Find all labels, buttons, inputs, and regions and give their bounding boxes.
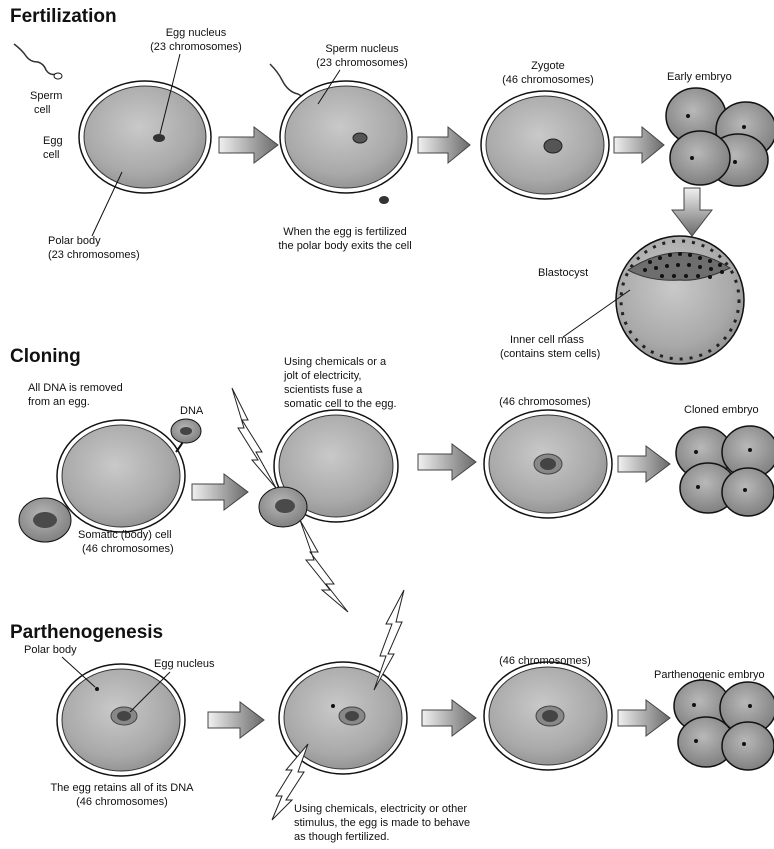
arrow-right: [208, 702, 264, 738]
enucleated-egg: [57, 420, 185, 532]
egg-nucleus-label-2: (23 chromosomes): [150, 41, 242, 53]
dna-removed-label-2: from an egg.: [28, 396, 90, 408]
dna-label: DNA: [180, 405, 204, 417]
blastocyst-label: Blastocyst: [538, 267, 588, 279]
stimulus-caption-3: as though fertilized.: [294, 831, 389, 843]
arrow-right: [418, 444, 476, 480]
sperm-cell: [14, 44, 62, 79]
partheno-zygote: [484, 662, 612, 770]
removed-dna: [171, 419, 201, 443]
stimulus-caption-1: Using chemicals, electricity or other: [294, 803, 467, 815]
retains-caption-1: The egg retains all of its DNA: [50, 782, 194, 794]
parthenogenic-embryo: [674, 680, 774, 770]
fertilized-caption-1: When the egg is fertilized: [283, 226, 407, 238]
stimulus-caption-2: stimulus, the egg is made to behave: [294, 817, 470, 829]
parthenogenesis-heading: Parthenogenesis: [10, 622, 163, 643]
polar-body-label-2: (23 chromosomes): [48, 249, 140, 261]
partheno-egg: [57, 664, 185, 776]
inner-cell-mass-label-1: Inner cell mass: [510, 334, 584, 346]
sperm-label-1: Sperm: [30, 90, 62, 102]
arrow-right: [192, 474, 248, 510]
partheno-egg-nucleus-label: Egg nucleus: [154, 658, 215, 670]
fusion-egg: [259, 410, 398, 527]
zygote: [481, 91, 609, 199]
somatic-label-2: (46 chromosomes): [82, 543, 174, 555]
partheno-polar-body-label: Polar body: [24, 644, 77, 656]
cloning-heading: Cloning: [10, 346, 81, 367]
fuse-caption-1: Using chemicals or a: [284, 356, 387, 368]
partheno-chromosomes-label: (46 chromosomes): [499, 655, 591, 667]
cloned-embryo: [676, 426, 774, 516]
polar-body-label-1: Polar body: [48, 235, 101, 247]
parthenogenic-embryo-label: Parthenogenic embryo: [654, 669, 765, 681]
early-embryo-label: Early embryo: [667, 71, 732, 83]
cloning-chromosomes-label: (46 chromosomes): [499, 396, 591, 408]
fertilized-caption-2: the polar body exits the cell: [278, 240, 411, 252]
egg-label-2: cell: [43, 149, 60, 161]
fertilized-egg: [270, 64, 412, 204]
fuse-caption-2: jolt of electricity,: [283, 370, 361, 382]
arrow-right: [422, 700, 476, 736]
arrow-down: [672, 188, 712, 236]
fuse-caption-3: scientists fuse a: [284, 384, 363, 396]
retains-caption-2: (46 chromosomes): [76, 796, 168, 808]
somatic-cell: [19, 498, 71, 542]
zygote-label-2: (46 chromosomes): [502, 74, 594, 86]
arrow-right: [618, 446, 670, 482]
sperm-nucleus-label-2: (23 chromosomes): [316, 57, 408, 69]
arrow-right: [418, 127, 470, 163]
cloned-embryo-label: Cloned embryo: [684, 404, 759, 416]
early-embryo: [666, 88, 774, 186]
arrow-right: [618, 700, 670, 736]
egg-nucleus-label-1: Egg nucleus: [166, 27, 227, 39]
egg-label-1: Egg: [43, 135, 63, 147]
somatic-label-1: Somatic (body) cell: [78, 529, 172, 541]
inner-cell-mass-label-2: (contains stem cells): [500, 348, 600, 360]
fuse-caption-4: somatic cell to the egg.: [284, 398, 397, 410]
blastocyst: [616, 236, 744, 364]
lightning-bolt-icon: [232, 388, 276, 488]
arrow-right: [219, 127, 278, 163]
dna-removed-label-1: All DNA is removed: [28, 382, 123, 394]
cloned-zygote: [484, 410, 612, 518]
sperm-label-2: cell: [34, 104, 51, 116]
zygote-label-1: Zygote: [531, 60, 565, 72]
lightning-bolt-icon: [300, 520, 348, 612]
sperm-nucleus-label-1: Sperm nucleus: [325, 43, 399, 55]
egg-cell: [79, 81, 211, 193]
arrow-right: [614, 127, 664, 163]
fertilization-heading: Fertilization: [10, 6, 117, 27]
